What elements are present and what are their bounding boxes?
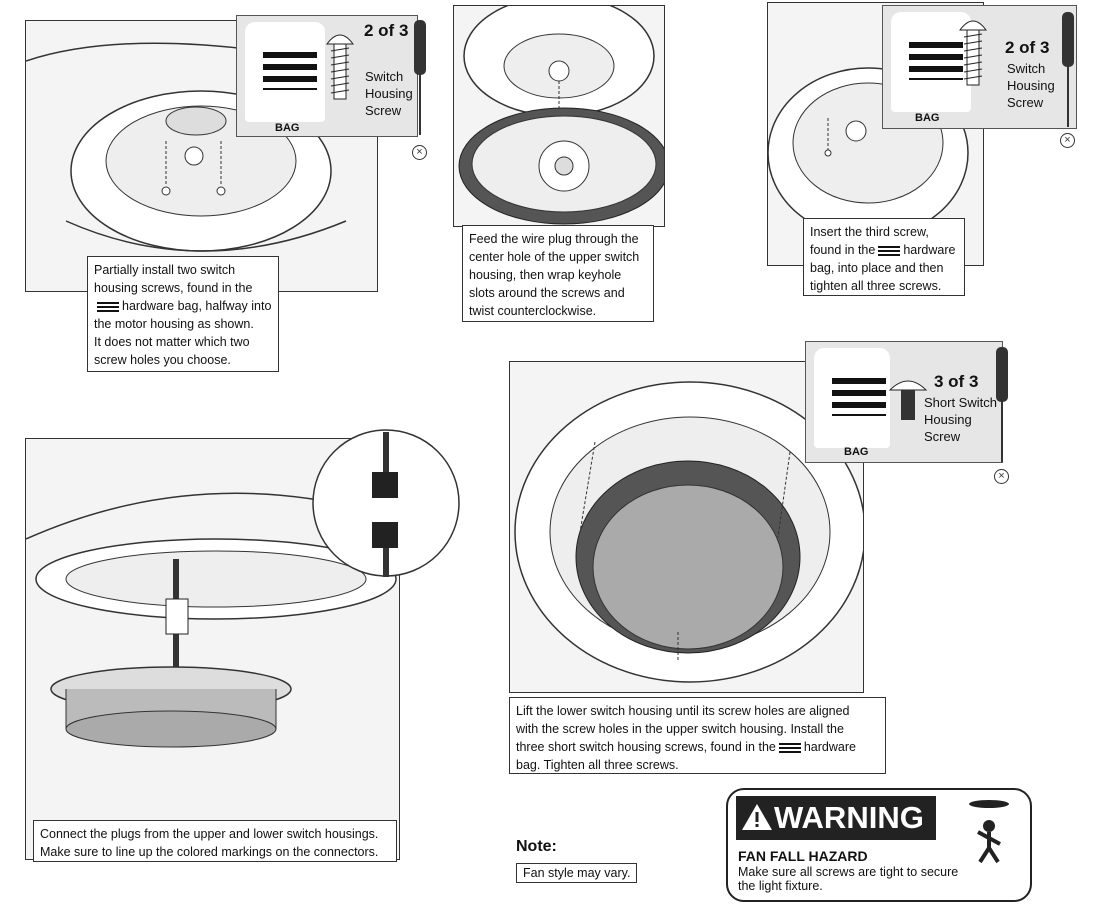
screwdriver-icon: [996, 347, 1008, 462]
circle-x-icon: ×: [1060, 133, 1075, 148]
warning-heading: WARNING: [736, 796, 936, 840]
short-screw-icon: [888, 380, 928, 420]
connector-detail-callout: [312, 429, 460, 577]
circle-x-icon: ×: [994, 469, 1009, 484]
screw-icon: [959, 20, 987, 86]
note-text: Fan style may vary.: [516, 863, 638, 883]
warning-title: FAN FALL HAZARD: [738, 848, 868, 864]
lower-switch-housing-drawing: [514, 381, 863, 683]
bag-icon: [245, 22, 325, 122]
screw-count: 2 of 3: [364, 21, 409, 40]
screwdriver-icon: [1062, 12, 1074, 127]
screw-icon: [326, 34, 354, 100]
note-title: Note:: [516, 838, 557, 855]
bag-symbol-icon: [778, 742, 801, 753]
step-2-illustration: [453, 5, 665, 227]
bag-label: BAG: [915, 112, 940, 124]
screw-count: 2 of 3: [1005, 38, 1050, 57]
screw-count: 3 of 3: [934, 372, 979, 391]
warning-triangle-icon: [742, 804, 772, 830]
warning-text: Make sure all screws are tight to secure…: [738, 865, 959, 893]
step-1-caption: Partially install two switch housing scr…: [87, 256, 279, 372]
bag-icon: [891, 12, 971, 112]
connector-plugs-drawing: [26, 492, 399, 748]
warning-panel: WARNING FAN FALL HAZARD Make sure all sc…: [726, 788, 1032, 902]
bag-icon: [814, 348, 890, 448]
bag-label: BAG: [275, 122, 300, 134]
falling-fan-hazard-icon: [969, 800, 1009, 864]
step-5-illustration: [509, 361, 864, 693]
screwdriver-icon: [414, 20, 426, 135]
bag-label: BAG: [844, 446, 869, 458]
upper-switch-housing-drawing: [458, 6, 664, 225]
step-5-caption: Lift the lower switch housing until its …: [509, 697, 886, 774]
step-2-caption: Feed the wire plug through the center ho…: [462, 225, 654, 322]
circle-x-icon: ×: [412, 145, 427, 160]
bag-symbol-icon: [97, 301, 119, 312]
bag-symbol-icon: [878, 245, 901, 256]
step-4-caption: Connect the plugs from the upper and low…: [33, 820, 397, 862]
